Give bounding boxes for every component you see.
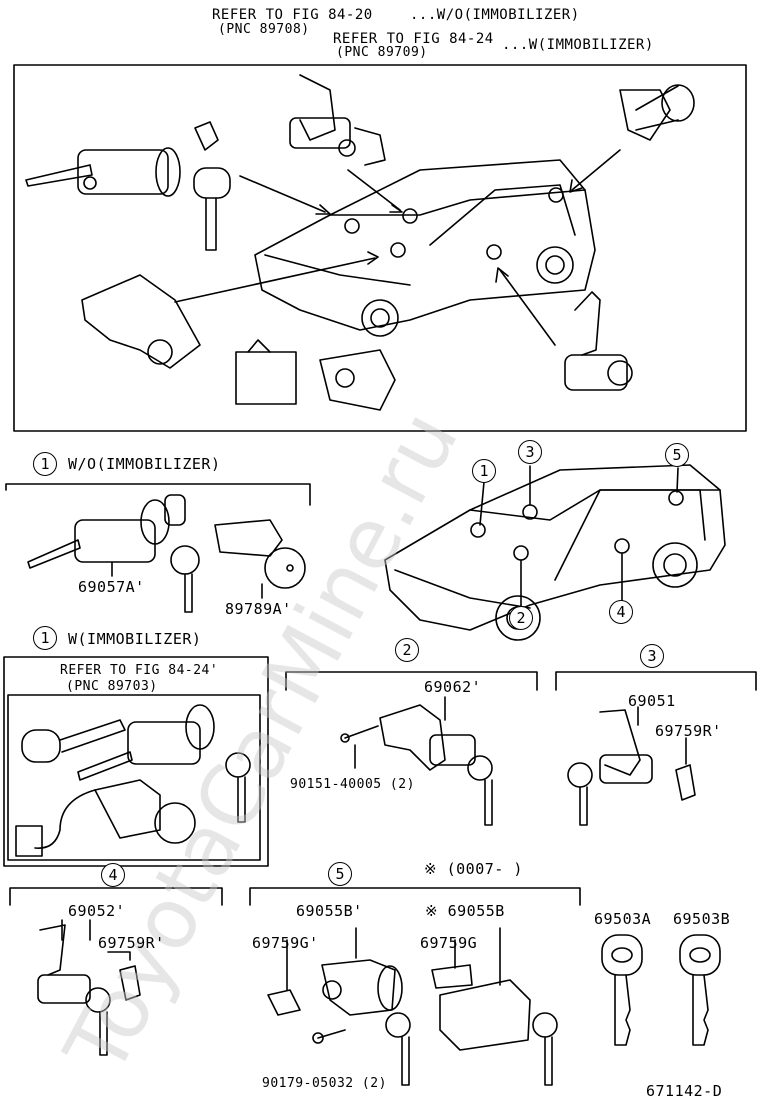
part-69052: 69052' xyxy=(68,902,126,920)
ref1-note: ...W/O(IMMOBILIZER) xyxy=(410,7,580,23)
overview-car xyxy=(254,159,596,337)
bracket-1a xyxy=(5,483,311,506)
g5-back-door-lock xyxy=(267,927,411,1086)
ref1-pnc: (PNC 89708) xyxy=(218,22,310,37)
car-callout-5: 5 xyxy=(665,443,689,467)
group-1b-title: W(IMMOBILIZER) xyxy=(68,630,202,648)
part-69055B-actuator: ※ 69055B xyxy=(425,902,505,920)
part-69759G-right: 69759G xyxy=(420,934,478,952)
overview-back-door-lock xyxy=(619,84,695,141)
part-69055B-cylinder: 69055B' xyxy=(296,902,363,920)
car-callout-1: 1 xyxy=(472,459,496,483)
car-callout-2: 2 xyxy=(509,606,533,630)
part-90179: 90179-05032 (2) xyxy=(262,1076,387,1091)
group-4-number: 4 xyxy=(101,863,125,887)
group-1a-number: 1 xyxy=(33,452,57,476)
part-69057A: 69057A' xyxy=(78,578,145,596)
overview-frame xyxy=(13,64,747,432)
g1b-switch xyxy=(15,779,196,857)
car-callout-3: 3 xyxy=(518,440,542,464)
frame-1b-inner xyxy=(7,694,261,861)
ref2-note: ...W(IMMOBILIZER) xyxy=(502,37,654,53)
part-69051: 69051 xyxy=(628,692,676,710)
g1a-cylinder xyxy=(27,494,200,613)
bracket-2 xyxy=(285,671,538,691)
figure-id: 671142-D xyxy=(646,1082,723,1100)
part-69062: 69062' xyxy=(424,678,482,696)
group-5-note: ※ (0007- ) xyxy=(424,860,523,878)
frame-1b xyxy=(3,656,269,867)
bracket-5 xyxy=(249,887,581,906)
part-69503B: 69503B xyxy=(673,910,731,928)
g1b-cylinder xyxy=(77,704,251,823)
part-69759R-group4: 69759R' xyxy=(98,934,165,952)
ref2-pnc: (PNC 89709) xyxy=(336,45,428,60)
overview-ignition-cylinder xyxy=(25,121,231,251)
part-69759G-left: 69759G' xyxy=(252,934,319,952)
reference-car xyxy=(384,464,726,641)
overview-steering-lock xyxy=(81,274,201,369)
group-1b-pnc: (PNC 89703) xyxy=(66,679,158,694)
group-1b-ref: REFER TO FIG 84-24' xyxy=(60,663,219,678)
bracket-4 xyxy=(9,887,223,906)
group-5-number: 5 xyxy=(328,862,352,886)
group-3-number: 3 xyxy=(640,644,664,668)
bracket-3 xyxy=(555,671,757,691)
g4-door-lock xyxy=(37,919,141,1056)
key-69503A xyxy=(601,934,643,1046)
overview-ecu xyxy=(235,339,396,411)
group-1b-number: 1 xyxy=(33,626,57,650)
key-69503B xyxy=(679,934,721,1046)
car-callout-4: 4 xyxy=(609,600,633,624)
overview-side-door-lock xyxy=(564,291,633,391)
group-2-number: 2 xyxy=(395,638,419,662)
part-69503A: 69503A xyxy=(594,910,652,928)
g1b-key xyxy=(21,719,126,763)
overview-door-lock-top xyxy=(289,74,386,166)
g5-actuator xyxy=(431,927,558,1086)
part-69759R-group3: 69759R' xyxy=(655,722,722,740)
ref1-label: REFER TO FIG 84-20 xyxy=(212,7,373,23)
part-90151: 90151-40005 (2) xyxy=(290,777,415,792)
overview-arrows xyxy=(174,149,621,346)
part-89789A: 89789A' xyxy=(225,600,292,618)
group-1a-title: W/O(IMMOBILIZER) xyxy=(68,455,221,473)
g2-door-lock xyxy=(340,696,493,826)
g1a-switch xyxy=(214,519,306,599)
ref2-label: REFER TO FIG 84-24 xyxy=(333,31,494,47)
g3-door-lock xyxy=(567,706,696,826)
